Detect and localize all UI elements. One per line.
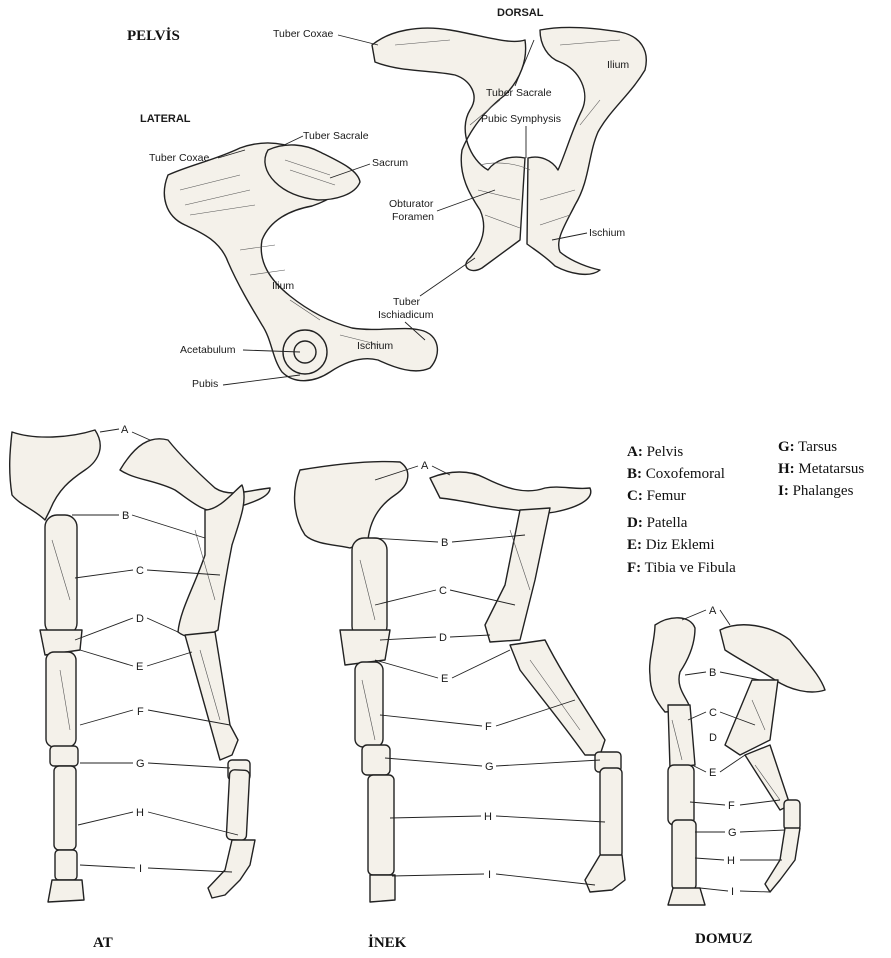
horse-letter-d: D (136, 613, 144, 625)
pig-letter-c: C (709, 707, 717, 719)
lateral-label-ischium: Ischium (357, 340, 393, 352)
horse-letter-c: C (136, 565, 144, 577)
horse-letter-h: H (136, 807, 144, 819)
lateral-label-ilium: Ilium (272, 280, 294, 292)
pig-letter-d: D (709, 732, 717, 744)
species-caption-pig: DOMUZ (695, 931, 753, 947)
lateral-label-sacrum: Sacrum (372, 157, 408, 169)
dorsal-label-tuber-sacrale: Tuber Sacrale (486, 87, 552, 99)
lateral-heading: LATERAL (140, 113, 191, 125)
legend-item-f: F: Tibia ve Fibula (627, 560, 736, 576)
pig-letter-b: B (709, 667, 716, 679)
horse-letter-e: E (136, 661, 143, 673)
dorsal-label-ilium: Ilium (607, 59, 629, 71)
lateral-label-pubis: Pubis (192, 378, 218, 390)
pig-letter-i: I (731, 886, 734, 898)
horse-letter-g: G (136, 758, 145, 770)
cow-letter-h: H (484, 811, 492, 823)
legend-item-h: H: Metatarsus (778, 461, 864, 477)
cow-letter-d: D (439, 632, 447, 644)
legend-item-d: D: Patella (627, 515, 688, 531)
species-caption-horse: AT (93, 935, 113, 951)
cow-letter-a: A (421, 460, 429, 472)
cow-letter-b: B (441, 537, 448, 549)
legend-item-c: C: Femur (627, 488, 686, 504)
dorsal-label-pubic-symphysis: Pubic Symphysis (481, 113, 561, 125)
dorsal-label-ischium: Ischium (589, 227, 625, 239)
legend: A: Pelvis B: Coxofemoral C: Femur D: Pat… (627, 439, 864, 576)
pig-limb-illustration (650, 618, 825, 905)
lateral-label-tuber-coxae: Tuber Coxae (149, 152, 209, 164)
pig-letter-e: E (709, 767, 716, 779)
pelvis-title: PELVİS (127, 27, 180, 44)
dorsal-label-obturator-1: Obturator (389, 198, 434, 210)
horse-letter-b: B (122, 510, 129, 522)
dorsal-label-obturator-2: Foramen (392, 211, 434, 223)
dorsal-label-tuber-coxae: Tuber Coxae (273, 28, 333, 40)
species-caption-cow: İNEK (368, 934, 407, 951)
horse-letter-i: I (139, 863, 142, 875)
cow-limb-illustration (295, 462, 625, 902)
legend-item-g: G: Tarsus (778, 439, 837, 455)
pig-letter-a: A (709, 605, 717, 617)
legend-item-a: A: Pelvis (627, 444, 683, 460)
cow-letter-i: I (488, 869, 491, 881)
dorsal-label-tuber-ischiadicum-1: Tuber (393, 296, 421, 308)
cow-letter-g: G (485, 761, 494, 773)
cow-letter-e: E (441, 673, 448, 685)
cow-letter-f: F (485, 721, 492, 733)
horse-letter-f: F (137, 706, 144, 718)
pig-letter-g: G (728, 827, 737, 839)
lateral-label-tuber-sacrale: Tuber Sacrale (303, 130, 369, 142)
legend-item-e: E: Diz Eklemi (627, 537, 714, 553)
dorsal-label-tuber-ischiadicum-2: Ischiadicum (378, 309, 434, 321)
cow-letter-c: C (439, 585, 447, 597)
pig-letter-h: H (727, 855, 735, 867)
horse-letter-a: A (121, 424, 129, 436)
legend-item-b: B: Coxofemoral (627, 466, 725, 482)
pig-letter-f: F (728, 800, 735, 812)
lateral-label-acetabulum: Acetabulum (180, 344, 236, 356)
legend-item-i: I: Phalanges (778, 483, 854, 499)
dorsal-heading: DORSAL (497, 7, 544, 19)
